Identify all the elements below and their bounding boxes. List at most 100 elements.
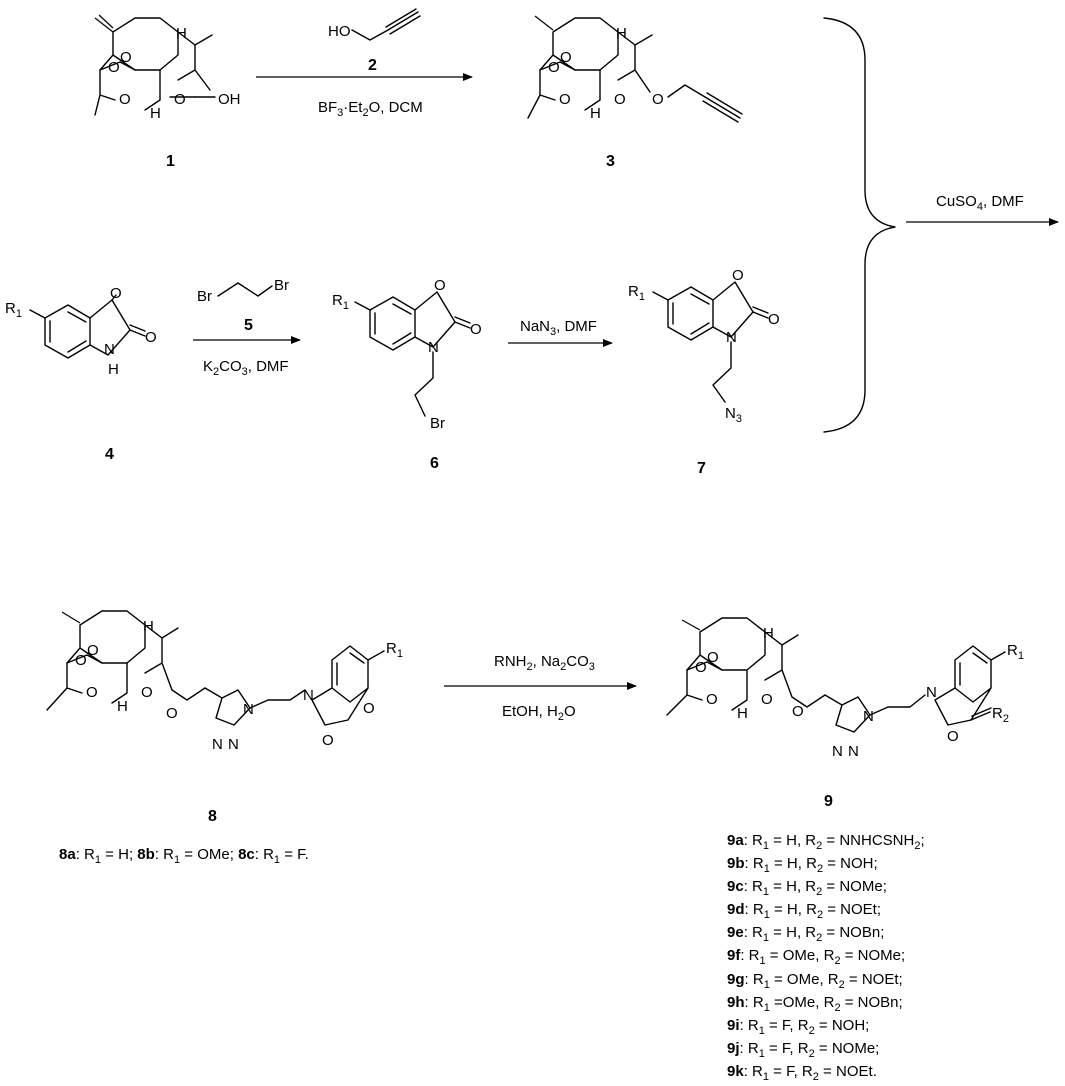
series-9-id: 9b: [727, 855, 745, 873]
series-9-row: 9e: R1 = H, R2 = NOBn;: [727, 924, 885, 945]
label-compound-7: 7: [697, 460, 706, 477]
series-9-row: 9f: R1 = OMe, R2 = NOMe;: [727, 947, 906, 968]
subscript: 2: [816, 909, 824, 922]
subscript: 2: [816, 863, 824, 876]
series-9-end: ;: [898, 993, 903, 1011]
series-9-end: ;: [880, 924, 885, 942]
svg-text:O: O: [166, 705, 178, 722]
reagent-step-1: BF3·Et2O, DCM: [318, 99, 423, 119]
series-9-r1: H: [786, 878, 797, 896]
series-9-r2: NOEt: [840, 901, 877, 919]
svg-text:O: O: [652, 91, 664, 108]
svg-text:O: O: [707, 649, 719, 666]
svg-text:N: N: [104, 341, 115, 358]
series-9-r1: H: [786, 924, 797, 942]
subscript: 2: [914, 840, 921, 852]
series-9-r2: NOEt: [861, 970, 899, 988]
subscript: 1: [762, 932, 769, 945]
ring-o1: O: [119, 91, 131, 108]
series-9-r2: NNHCSNH: [839, 832, 915, 849]
svg-text:H: H: [117, 698, 128, 715]
series-9-r2: NOBn: [839, 924, 881, 942]
svg-text:O: O: [559, 91, 571, 108]
peroxide-o2: O: [120, 49, 132, 66]
svg-text:O: O: [322, 732, 334, 749]
svg-text:N: N: [228, 736, 239, 753]
subscript: 2: [838, 978, 845, 991]
svg-text:O: O: [695, 659, 707, 676]
svg-text:R1: R1: [386, 640, 403, 660]
subscript: 2: [812, 1070, 819, 1083]
reagent-step-5: RNH2, Na2CO3: [494, 653, 595, 673]
label-compound-3: 3: [606, 153, 615, 170]
series-9-row: 9g: R1 = OMe, R2 = NOEt;: [727, 970, 903, 991]
ring-o2: O: [174, 91, 186, 108]
h-label-1: H: [150, 105, 161, 122]
series-9-end: ;: [882, 878, 887, 896]
compound-4-structure: O O N H R1: [5, 285, 157, 378]
series-9-row: 9h: R1 =OMe, R2 = NOBn;: [727, 993, 903, 1014]
merge-brace: [823, 17, 896, 433]
svg-text:O: O: [145, 329, 157, 346]
series-8-r1: H: [118, 846, 129, 863]
series-9-r2: NOMe: [831, 1039, 876, 1057]
series-8-list: 8a: R1 = H; 8b: R1 = OMe; 8c: R1 = F.: [59, 846, 309, 866]
svg-text:R1: R1: [628, 283, 645, 303]
svg-text:O: O: [732, 267, 744, 284]
compound-9-structure: O O O O O H H N N N N O R2 R1: [666, 617, 1024, 760]
series-9-id: 9a: [727, 832, 744, 849]
series-9-end: ;: [875, 1039, 880, 1057]
svg-text:R1: R1: [332, 292, 349, 312]
series-8-id: 8a: [59, 846, 76, 863]
series-9-r1: H: [786, 901, 798, 919]
subscript: 2: [816, 932, 823, 945]
svg-text:O: O: [87, 642, 99, 659]
svg-text:O: O: [706, 691, 718, 708]
series-9-id: 9k: [727, 1062, 744, 1080]
svg-text:H: H: [143, 618, 154, 635]
series-9-list: 9a: R1 = H, R2 = NNHCSNH2;9b: R1 = H, R2…: [727, 832, 925, 1086]
series-9-end: .: [872, 1062, 877, 1080]
subscript: 1: [763, 1001, 770, 1014]
series-9-r2: NOEt: [836, 1062, 873, 1080]
series-9-id: 9c: [727, 878, 744, 896]
series-9-id: 9i: [727, 1016, 740, 1034]
subscript: 1: [758, 1047, 765, 1060]
series-9-r1: OMe: [782, 947, 816, 965]
svg-text:H: H: [737, 705, 748, 722]
compound-7-structure: O O N N3 R1: [628, 267, 780, 425]
series-8-id: 8b: [137, 846, 155, 863]
label-compound-4: 4: [105, 446, 114, 463]
svg-text:N: N: [243, 701, 254, 718]
subscript: 1: [763, 863, 770, 876]
label-compound-6: 6: [430, 455, 439, 472]
series-9-end: ;: [865, 1016, 870, 1034]
series-9-id: 9d: [727, 901, 745, 919]
series-9-r1: H: [786, 855, 798, 873]
series-9-end: ;: [873, 855, 878, 873]
svg-text:H: H: [108, 361, 119, 378]
oh-label: OH: [218, 91, 241, 108]
compound-1-structure: O O O O H H OH: [94, 14, 241, 122]
subscript: 1: [762, 1070, 769, 1083]
series-9-row: 9j: R1 = F, R2 = NOMe;: [727, 1039, 880, 1060]
svg-text:O: O: [110, 285, 122, 302]
label-compound-2: 2: [368, 57, 377, 74]
svg-text:H: H: [616, 25, 627, 42]
svg-text:O: O: [614, 91, 626, 108]
series-9-r1: F: [786, 1062, 794, 1080]
series-9-id: 9h: [727, 993, 745, 1011]
subscript: 1: [758, 1024, 765, 1037]
subscript: 1: [94, 854, 101, 866]
series-9-r1: OMe: [786, 970, 820, 988]
subscript: 2: [808, 1047, 815, 1060]
svg-text:O: O: [792, 703, 804, 720]
svg-text:O: O: [86, 684, 98, 701]
svg-text:O: O: [947, 728, 959, 745]
series-9-r1: F: [781, 1039, 790, 1057]
subscript: 2: [808, 1024, 815, 1037]
svg-text:N: N: [832, 743, 843, 760]
label-compound-5: 5: [244, 317, 253, 334]
subscript: 1: [173, 854, 181, 866]
